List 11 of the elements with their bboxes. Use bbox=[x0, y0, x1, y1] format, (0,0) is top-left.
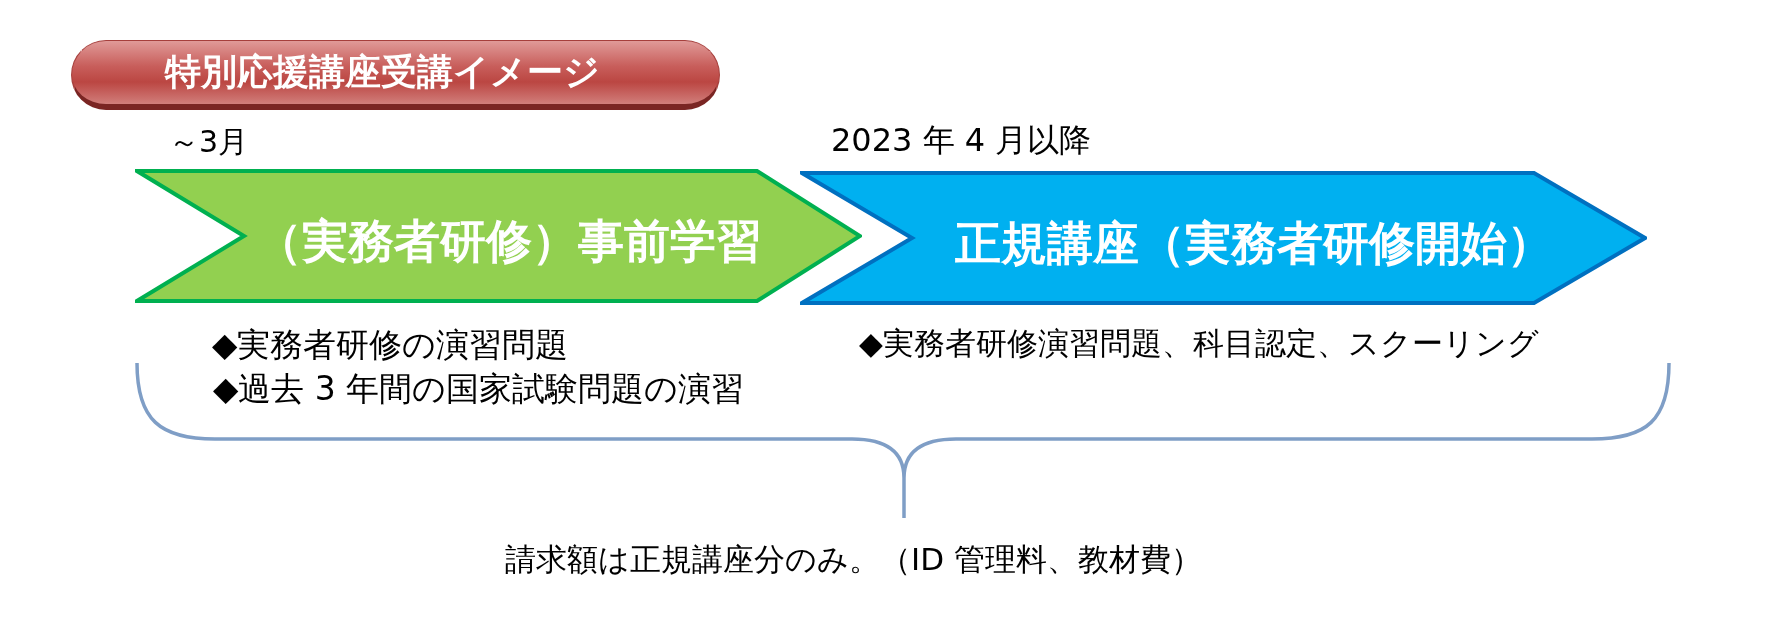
bullet-item: ◆実務者研修の演習問題 bbox=[212, 325, 569, 365]
date-label: 2023 年 4 月以降 bbox=[831, 121, 1092, 160]
title-banner: 特別応援講座受講イメージ bbox=[71, 40, 720, 110]
note-text: 請求額は正規講座分のみ。（ID 管理料、教材費） bbox=[505, 541, 1202, 579]
step-title: （実務者研修）事前学習 bbox=[255, 214, 762, 268]
chevron-step bbox=[800, 171, 1647, 305]
bullet-item: ◆実務者研修演習問題、科目認定、スクーリング bbox=[859, 325, 1539, 363]
bullet-item: ◆過去 3 年間の国家試験問題の演習 bbox=[213, 369, 745, 409]
chevron-step bbox=[135, 169, 862, 303]
date-label: ～3月 bbox=[169, 124, 249, 160]
step-title: 正規講座（実務者研修開始） bbox=[954, 216, 1553, 270]
